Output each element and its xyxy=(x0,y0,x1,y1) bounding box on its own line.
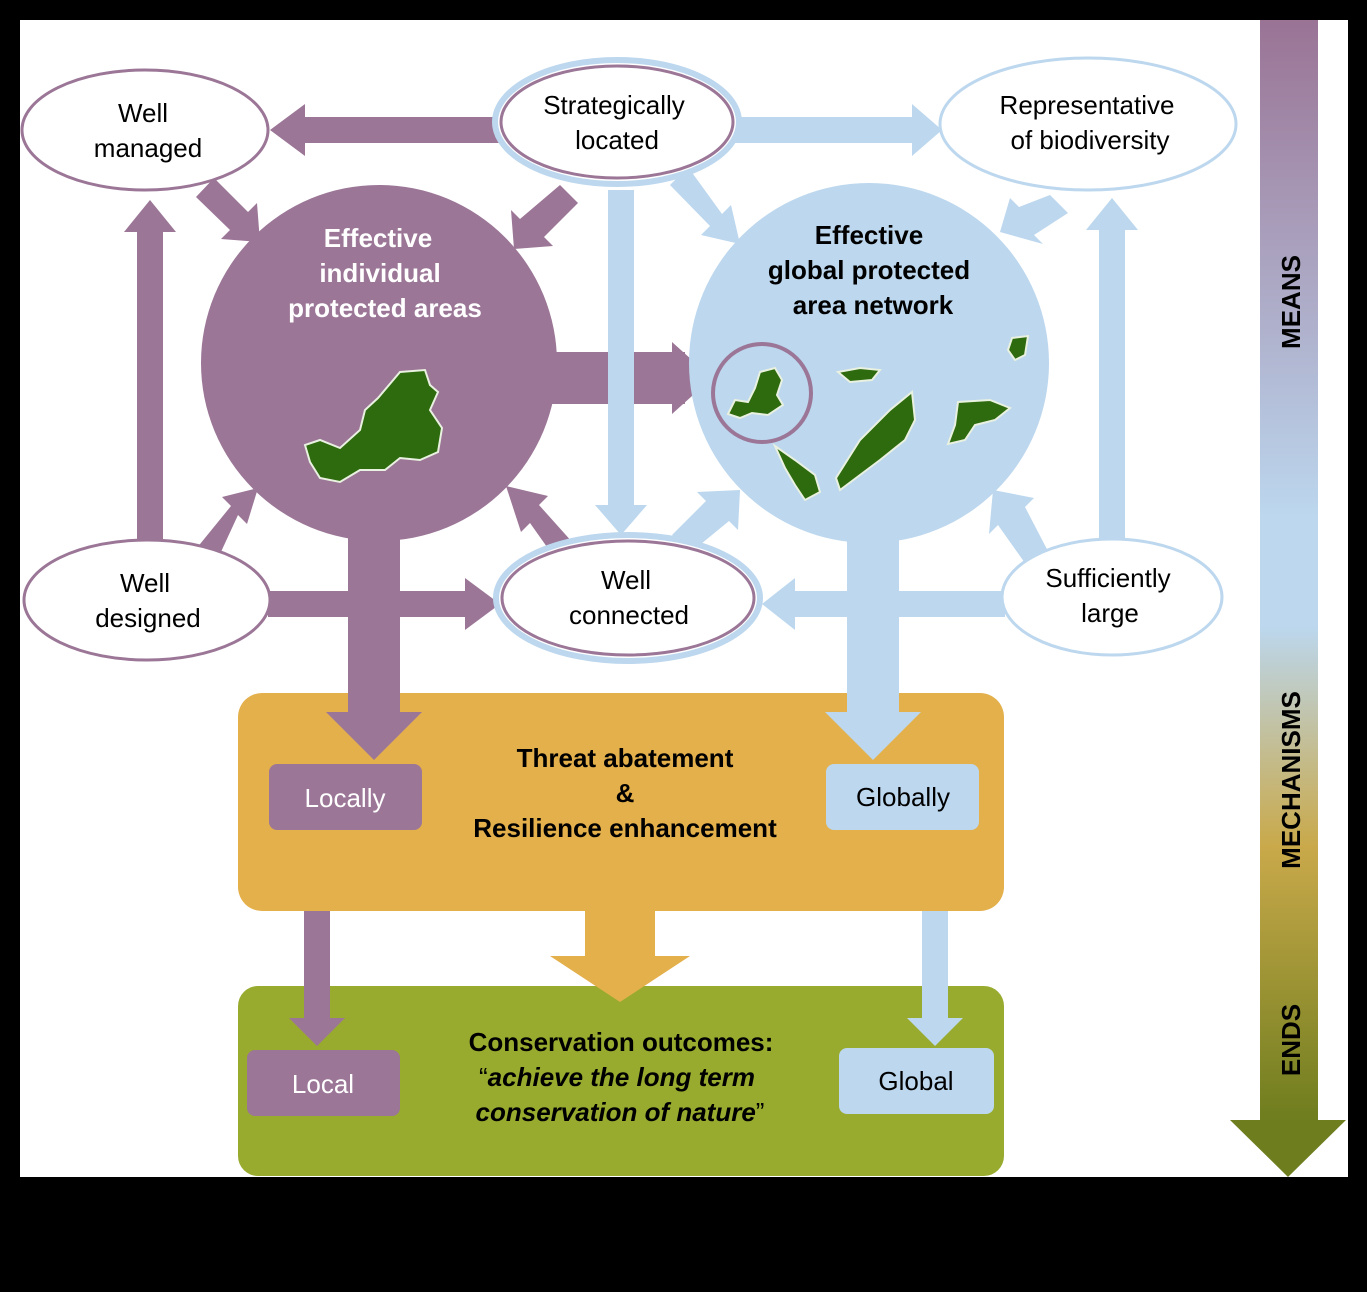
land-shapes xyxy=(303,334,1030,502)
arrow-located-to-network xyxy=(670,167,740,244)
globally-label: Globally xyxy=(856,782,950,812)
arrow-located-to-representative xyxy=(730,117,920,143)
arrow-large-to-representative xyxy=(1099,228,1125,550)
network-hub-line3: area network xyxy=(793,290,954,320)
means-ends-scale-bar xyxy=(1260,20,1318,1122)
outcomes-quote-line2: conservation of nature” xyxy=(476,1097,765,1127)
arrow-connected-to-network xyxy=(672,490,740,553)
arrow-located-to-managed xyxy=(300,117,505,143)
arrowhead-to-connected-blue xyxy=(762,578,795,630)
arrowhead-to-connected xyxy=(465,578,500,630)
arrowhead-to-representative xyxy=(912,104,942,156)
individual-hub-line2: individual xyxy=(319,258,440,288)
blue-arrows xyxy=(595,104,1138,1046)
outcomes-quote-close: ” xyxy=(756,1097,765,1127)
individual-area-hub xyxy=(201,185,557,541)
arrowhead-to-managed xyxy=(270,104,305,156)
located-line1: Strategically xyxy=(543,90,685,120)
globally-label-box xyxy=(826,764,979,830)
well-designed-line1: Well xyxy=(120,568,170,598)
attribute-sufficiently-large xyxy=(1000,537,1224,657)
arrow-locally-overlay xyxy=(348,690,400,715)
network-land-bottom xyxy=(772,443,822,502)
mechanisms-title-line3: Resilience enhancement xyxy=(473,813,777,843)
mechanisms-box xyxy=(238,693,1004,911)
arrow-global-overlay xyxy=(922,984,948,1020)
arrow-representative-to-network xyxy=(1000,195,1068,244)
local-label-box xyxy=(247,1050,400,1116)
representative-line1: Representative xyxy=(1000,90,1175,120)
network-hub-line1: Effective xyxy=(815,220,923,250)
scale-label-mechanisms: MECHANISMS xyxy=(1276,691,1306,869)
arrowhead-up-representative xyxy=(1086,198,1138,230)
locally-label: Locally xyxy=(305,783,386,813)
global-label: Global xyxy=(878,1066,953,1096)
network-hub-line2: global protected xyxy=(768,255,970,285)
arrowhead-up-managed xyxy=(124,200,176,232)
outcomes-quote-open: “ xyxy=(479,1062,488,1092)
arrow-individual-to-locally xyxy=(348,530,400,720)
attribute-representative xyxy=(938,56,1238,192)
arrow-large-to-network xyxy=(989,490,1050,573)
mechanisms-title-line2: & xyxy=(616,778,635,808)
arrowhead-global-overlay xyxy=(907,1018,963,1046)
arrow-located-to-connected xyxy=(608,190,634,510)
purple-arrows xyxy=(124,104,712,1046)
arrow-local-overlay xyxy=(304,984,330,1020)
arrowhead-down-connected xyxy=(595,505,647,535)
arrowhead-locally-overlay xyxy=(326,712,422,760)
well-designed-line2: designed xyxy=(95,603,201,633)
representative-line2: of biodiversity xyxy=(1011,125,1170,155)
network-land-right xyxy=(946,398,1012,446)
means-ends-scale-arrowhead xyxy=(1230,1120,1346,1177)
network-land-small xyxy=(835,366,882,384)
well-connected-line2: connected xyxy=(569,600,689,630)
outcomes-quote-text1: achieve the long term xyxy=(488,1062,755,1092)
individual-hub-line1: Effective xyxy=(324,223,432,253)
arrowhead-to-outcomes xyxy=(550,956,690,1002)
outcomes-quote-line1: “achieve the long term xyxy=(479,1062,755,1092)
network-land-top xyxy=(1006,334,1030,362)
located-line2: located xyxy=(575,125,659,155)
outcomes-box xyxy=(238,986,1004,1176)
attribute-well-designed xyxy=(22,538,272,662)
mechanisms-title-line1: Threat abatement xyxy=(517,743,734,773)
scale-label-means: MEANS xyxy=(1276,255,1306,349)
arrowhead-local-overlay xyxy=(289,1018,345,1046)
well-managed-line2: managed xyxy=(94,133,202,163)
scale-label-ends: ENDS xyxy=(1276,1004,1306,1076)
arrow-globally-overlay xyxy=(847,690,899,715)
outcomes-quote-text2: conservation of nature xyxy=(476,1097,756,1127)
large-line2: large xyxy=(1081,598,1139,628)
attribute-strategically-located xyxy=(499,64,735,180)
arrow-managed-to-individual xyxy=(196,178,260,242)
network-land-highlighted xyxy=(726,366,785,420)
outcomes-title: Conservation outcomes: xyxy=(469,1027,774,1057)
attribute-well-managed xyxy=(20,68,270,192)
individual-hub-line3: protected areas xyxy=(288,293,482,323)
arrow-located-to-individual xyxy=(511,185,578,249)
arrow-network-to-globally xyxy=(847,530,899,720)
attribute-well-connected xyxy=(500,539,756,657)
well-managed-line1: Well xyxy=(118,98,168,128)
network-land-long xyxy=(834,390,917,492)
arrow-mechanisms-to-outcomes xyxy=(585,908,655,960)
arrowhead-globally-overlay xyxy=(825,712,921,760)
locally-label-box xyxy=(269,764,422,830)
individual-area-land xyxy=(303,368,444,484)
large-line1: Sufficiently xyxy=(1045,563,1170,593)
well-connected-line1: Well xyxy=(601,565,651,595)
network-highlight-ring xyxy=(711,342,813,444)
local-label: Local xyxy=(292,1069,354,1099)
arrow-designed-to-managed xyxy=(137,228,163,550)
global-label-box xyxy=(839,1048,994,1114)
